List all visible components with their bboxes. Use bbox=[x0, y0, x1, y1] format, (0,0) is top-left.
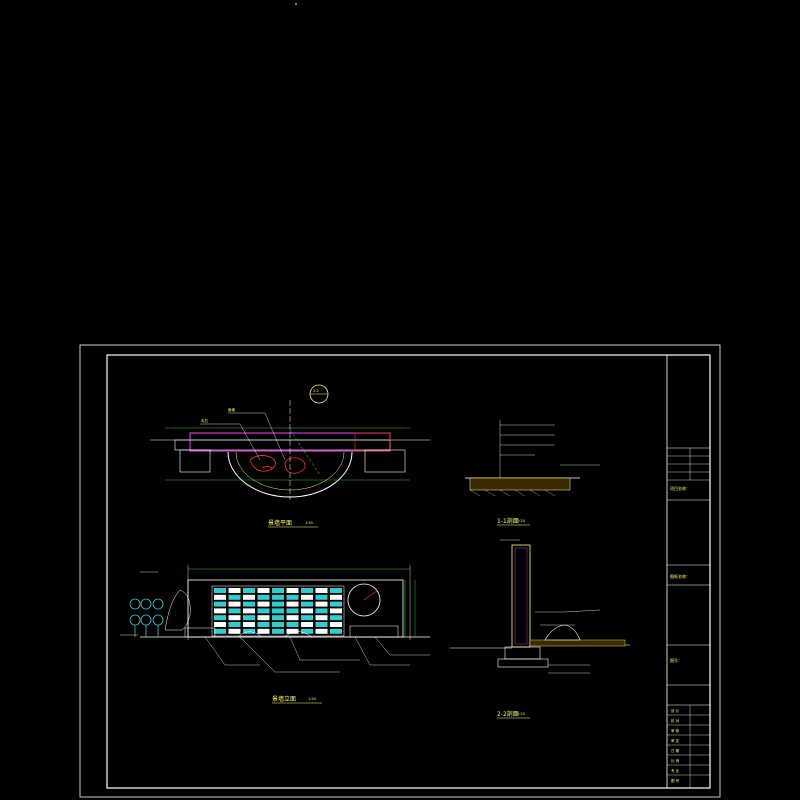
tile bbox=[257, 594, 270, 600]
tile bbox=[257, 608, 270, 614]
tile bbox=[301, 622, 313, 627]
plan-scale: 1:50 bbox=[305, 521, 313, 525]
tile bbox=[315, 601, 328, 607]
section-1-1: 1-1剖面 1:20 bbox=[465, 420, 600, 526]
tile bbox=[272, 588, 284, 593]
sheet-row-label: 日 期 bbox=[671, 748, 680, 753]
tile bbox=[315, 615, 328, 621]
tile bbox=[228, 615, 241, 621]
tile bbox=[228, 628, 241, 634]
elevation-view: 景墙立面 1:50 bbox=[120, 565, 430, 704]
tile bbox=[286, 615, 299, 621]
section11-scale: 1:20 bbox=[517, 519, 525, 523]
tile bbox=[243, 615, 255, 621]
section11-title: 1-1剖面 bbox=[497, 517, 519, 525]
section-marker-label: 2-2 bbox=[313, 389, 319, 393]
tile bbox=[228, 622, 241, 627]
tile bbox=[330, 594, 342, 600]
tile bbox=[228, 588, 241, 593]
tile bbox=[301, 608, 313, 614]
tile bbox=[228, 601, 241, 607]
elevation-round-window bbox=[347, 583, 381, 617]
tile bbox=[315, 622, 328, 627]
tile bbox=[243, 628, 255, 634]
section22-wall bbox=[511, 544, 531, 648]
sheet-row-label: 设 计 bbox=[671, 708, 680, 713]
tile bbox=[257, 601, 270, 607]
tile bbox=[315, 628, 328, 634]
elevation-trees bbox=[129, 598, 164, 637]
sheet-row-label: 专 业 bbox=[671, 768, 680, 773]
sheet-row-label: 图 号 bbox=[671, 778, 680, 783]
tile bbox=[272, 601, 284, 607]
plan-view: 2-2 景墙 毛石 景墙平面 1:50 bbox=[150, 384, 430, 528]
tile bbox=[272, 622, 284, 627]
tile bbox=[272, 594, 284, 600]
tile bbox=[301, 594, 313, 600]
sheet-row-label: 校 对 bbox=[671, 718, 680, 723]
tile bbox=[228, 594, 241, 600]
tile bbox=[272, 628, 284, 634]
tile bbox=[243, 594, 255, 600]
tile bbox=[330, 628, 342, 634]
tile bbox=[330, 601, 342, 607]
tile bbox=[214, 608, 226, 614]
section22-title: 2-2剖面 bbox=[497, 710, 519, 718]
tile bbox=[301, 601, 313, 607]
inner-border bbox=[106, 354, 711, 789]
plan-rocks bbox=[249, 455, 306, 474]
tile bbox=[286, 608, 299, 614]
tile bbox=[272, 608, 284, 614]
plan-note-a: 景墙 bbox=[228, 407, 235, 412]
tile bbox=[243, 622, 255, 627]
tile bbox=[315, 594, 328, 600]
section-2-2: 2-2剖面 1:20 bbox=[450, 539, 630, 719]
section22-scale: 1:20 bbox=[517, 712, 525, 716]
tile bbox=[214, 588, 226, 593]
number-label: 图号： bbox=[670, 657, 682, 663]
tile bbox=[228, 608, 241, 614]
tile bbox=[330, 608, 342, 614]
tile bbox=[330, 588, 342, 593]
tile bbox=[286, 622, 299, 627]
sheet-row-label: 比 例 bbox=[671, 758, 680, 763]
outer-border bbox=[79, 344, 721, 798]
drawing-label: 图纸名称： bbox=[670, 573, 690, 579]
tile bbox=[286, 601, 299, 607]
tile bbox=[214, 594, 226, 600]
tile bbox=[214, 615, 226, 621]
tile bbox=[257, 622, 270, 627]
tile bbox=[301, 588, 313, 593]
tile bbox=[243, 588, 255, 593]
tile bbox=[214, 628, 226, 634]
tile bbox=[301, 615, 313, 621]
elevation-title: 景墙立面 bbox=[272, 695, 296, 703]
elevation-scale: 1:50 bbox=[308, 697, 316, 701]
tile bbox=[286, 594, 299, 600]
tile bbox=[286, 628, 299, 634]
tile bbox=[243, 601, 255, 607]
sheet-row-label: 审 核 bbox=[671, 728, 680, 733]
tile bbox=[330, 622, 342, 627]
tile bbox=[330, 615, 342, 621]
tile bbox=[286, 588, 299, 593]
project-label: 项目名称： bbox=[670, 485, 690, 491]
sheet-row-label: 审 定 bbox=[671, 738, 680, 743]
tile bbox=[214, 601, 226, 607]
tile bbox=[257, 615, 270, 621]
tile bbox=[315, 608, 328, 614]
plan-note-b: 毛石 bbox=[201, 418, 208, 423]
tile bbox=[257, 588, 270, 593]
plan-title: 景墙平面 bbox=[268, 519, 292, 527]
tile bbox=[301, 628, 313, 634]
tile bbox=[272, 615, 284, 621]
tile bbox=[315, 588, 328, 593]
tile bbox=[243, 608, 255, 614]
elevation-tile-panel bbox=[214, 588, 342, 634]
tile bbox=[214, 622, 226, 627]
title-block: 项目名称： 图纸名称： 图号： 设 计校 对审 核审 定日 期比 例专 业图 号 bbox=[666, 355, 710, 788]
tile bbox=[257, 628, 270, 634]
